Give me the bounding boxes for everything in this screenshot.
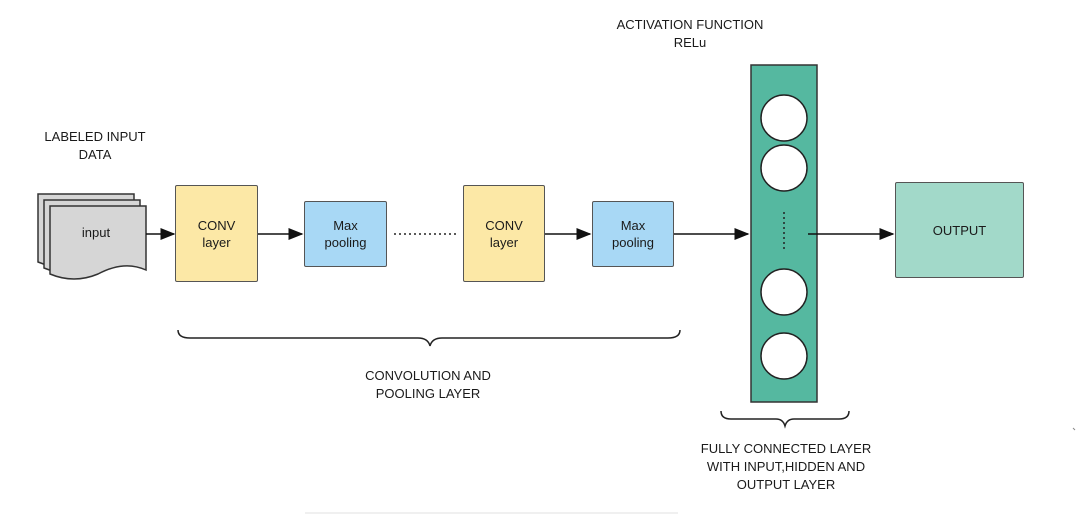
input-document-text: input — [81, 225, 111, 240]
activation-function-label: ACTIVATION FUNCTION RELu — [616, 17, 764, 50]
neuron-4 — [760, 332, 808, 380]
neuron-2 — [760, 144, 808, 192]
fully-connected-layer-label: FULLY CONNECTED LAYER WITH INPUT,HIDDEN … — [700, 441, 872, 492]
input-document-stack-icon — [37, 193, 147, 280]
brace-conv-pool — [177, 329, 681, 347]
neuron-1 — [760, 94, 808, 142]
labeled-input-label: LABELED INPUT DATA — [44, 129, 146, 162]
output-box: OUTPUT — [895, 182, 1024, 278]
brace-fc — [720, 410, 850, 429]
stray-mark — [1072, 427, 1076, 431]
conv-pool-layer-label: CONVOLUTION AND POOLING LAYER — [365, 368, 491, 401]
neuron-3 — [760, 268, 808, 316]
